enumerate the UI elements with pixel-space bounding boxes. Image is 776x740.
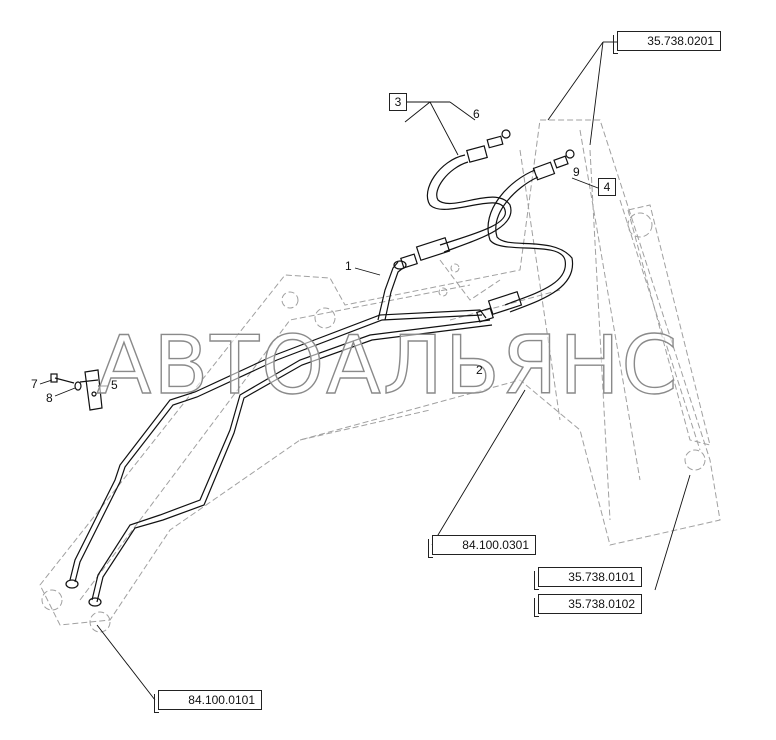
part-number-5: 5 [111,378,118,392]
pipe-elbow-1 [377,260,407,321]
kit-box-4: 4 [598,178,616,196]
leader-lines [39,41,691,701]
boom-phantom-outline [39,119,721,633]
watermark: АВТОАЛЬЯНС [96,319,680,412]
ref-box-arm-cylinder-a[interactable]: 35.738.0101 [534,567,642,590]
ref-box-boom-cylinder[interactable]: 35.738.0201 [613,31,721,54]
part-number-2: 2 [476,363,483,377]
part-number-9: 9 [573,165,580,179]
kit-box-3: 3 [389,93,407,111]
part-number-8: 8 [46,391,53,405]
steel-pipes [65,309,493,607]
part-number-1: 1 [345,259,352,273]
ref-box-boom[interactable]: 84.100.0301 [428,535,536,558]
ref-box-arm-cylinder-b[interactable]: 35.738.0102 [534,594,642,617]
clamp-assembly [50,369,103,411]
part-number-7: 7 [31,377,38,391]
hose-3 [400,129,512,269]
part-number-6: 6 [473,107,480,121]
ref-box-base[interactable]: 84.100.0101 [154,690,262,713]
hose-4 [476,149,575,323]
